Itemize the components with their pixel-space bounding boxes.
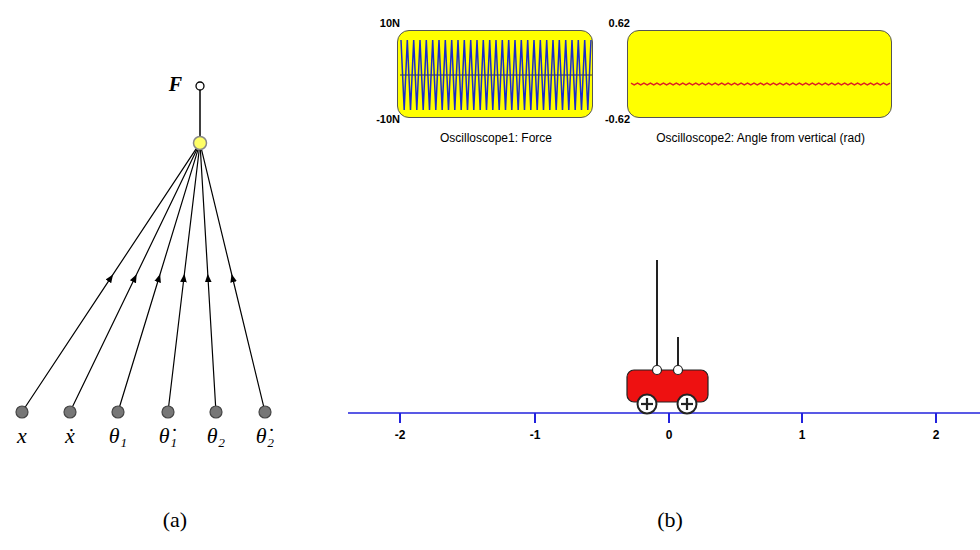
- input-label: θ₂: [207, 423, 225, 449]
- scope-caption: Oscilloscope1: Force: [440, 131, 552, 145]
- long-pole: [656, 260, 658, 368]
- track-line: [348, 412, 980, 414]
- weight-connection: [73, 149, 197, 406]
- cart-wheel: [638, 395, 657, 414]
- input-label: θ̇₂: [256, 423, 274, 449]
- input-label: θ₁: [109, 423, 127, 449]
- track-ticks: [400, 413, 936, 423]
- input-label: ẋ: [65, 423, 75, 449]
- axis-tick-label: 2: [933, 428, 940, 442]
- weight-connection: [202, 150, 264, 406]
- scope-trace: [398, 31, 594, 119]
- input-label: x: [17, 423, 27, 449]
- output-wire: [199, 90, 201, 136]
- input-neuron: θ₁: [111, 405, 125, 419]
- input-neuron: θ̇₁: [161, 405, 175, 419]
- neuron-circle: [111, 405, 125, 419]
- short-pole: [677, 337, 679, 368]
- axis-tick-label: -2: [395, 428, 406, 442]
- neuron-circle: [15, 405, 29, 419]
- oscilloscope-panel: 0.62-0.62Oscilloscope2: Angle from verti…: [627, 30, 892, 118]
- scope-caption: Oscilloscope2: Angle from vertical (rad): [656, 131, 865, 145]
- weight-connection: [25, 149, 196, 407]
- output-label: F: [169, 73, 182, 96]
- input-neuron: θ̇₂: [258, 405, 272, 419]
- axis-tick-label: 1: [799, 428, 806, 442]
- pole-hinge: [674, 366, 683, 375]
- output-terminal: [196, 82, 204, 90]
- scale-min: -0.62: [605, 113, 630, 125]
- subfigure-caption: (a): [163, 507, 187, 533]
- scale-max: 10N: [380, 17, 400, 29]
- neuron-circle: [161, 405, 175, 419]
- weight-connection: [169, 150, 200, 406]
- neuron-circle: [209, 405, 223, 419]
- scope-trace: [628, 31, 893, 119]
- input-neuron: x: [15, 405, 29, 419]
- pole-hinge: [653, 366, 662, 375]
- neuron-circle: [192, 135, 208, 151]
- weight-connection: [120, 150, 198, 407]
- neuron-circle: [63, 405, 77, 419]
- cart-wheel: [678, 395, 697, 414]
- neuron-circle: [258, 405, 272, 419]
- subfigure-caption: (b): [657, 507, 683, 533]
- scale-max: 0.62: [609, 17, 630, 29]
- scale-min: -10N: [376, 113, 400, 125]
- weight-connection: [200, 150, 215, 406]
- input-label: θ̇₁: [159, 423, 177, 449]
- oscilloscope-panel: 10N-10NOscilloscope1: Force: [397, 30, 593, 118]
- input-neuron: ẋ: [63, 405, 77, 419]
- axis-tick-label: -1: [530, 428, 541, 442]
- output-neuron: F: [192, 135, 208, 151]
- axis-tick-label: 0: [666, 428, 673, 442]
- input-neuron: θ₂: [209, 405, 223, 419]
